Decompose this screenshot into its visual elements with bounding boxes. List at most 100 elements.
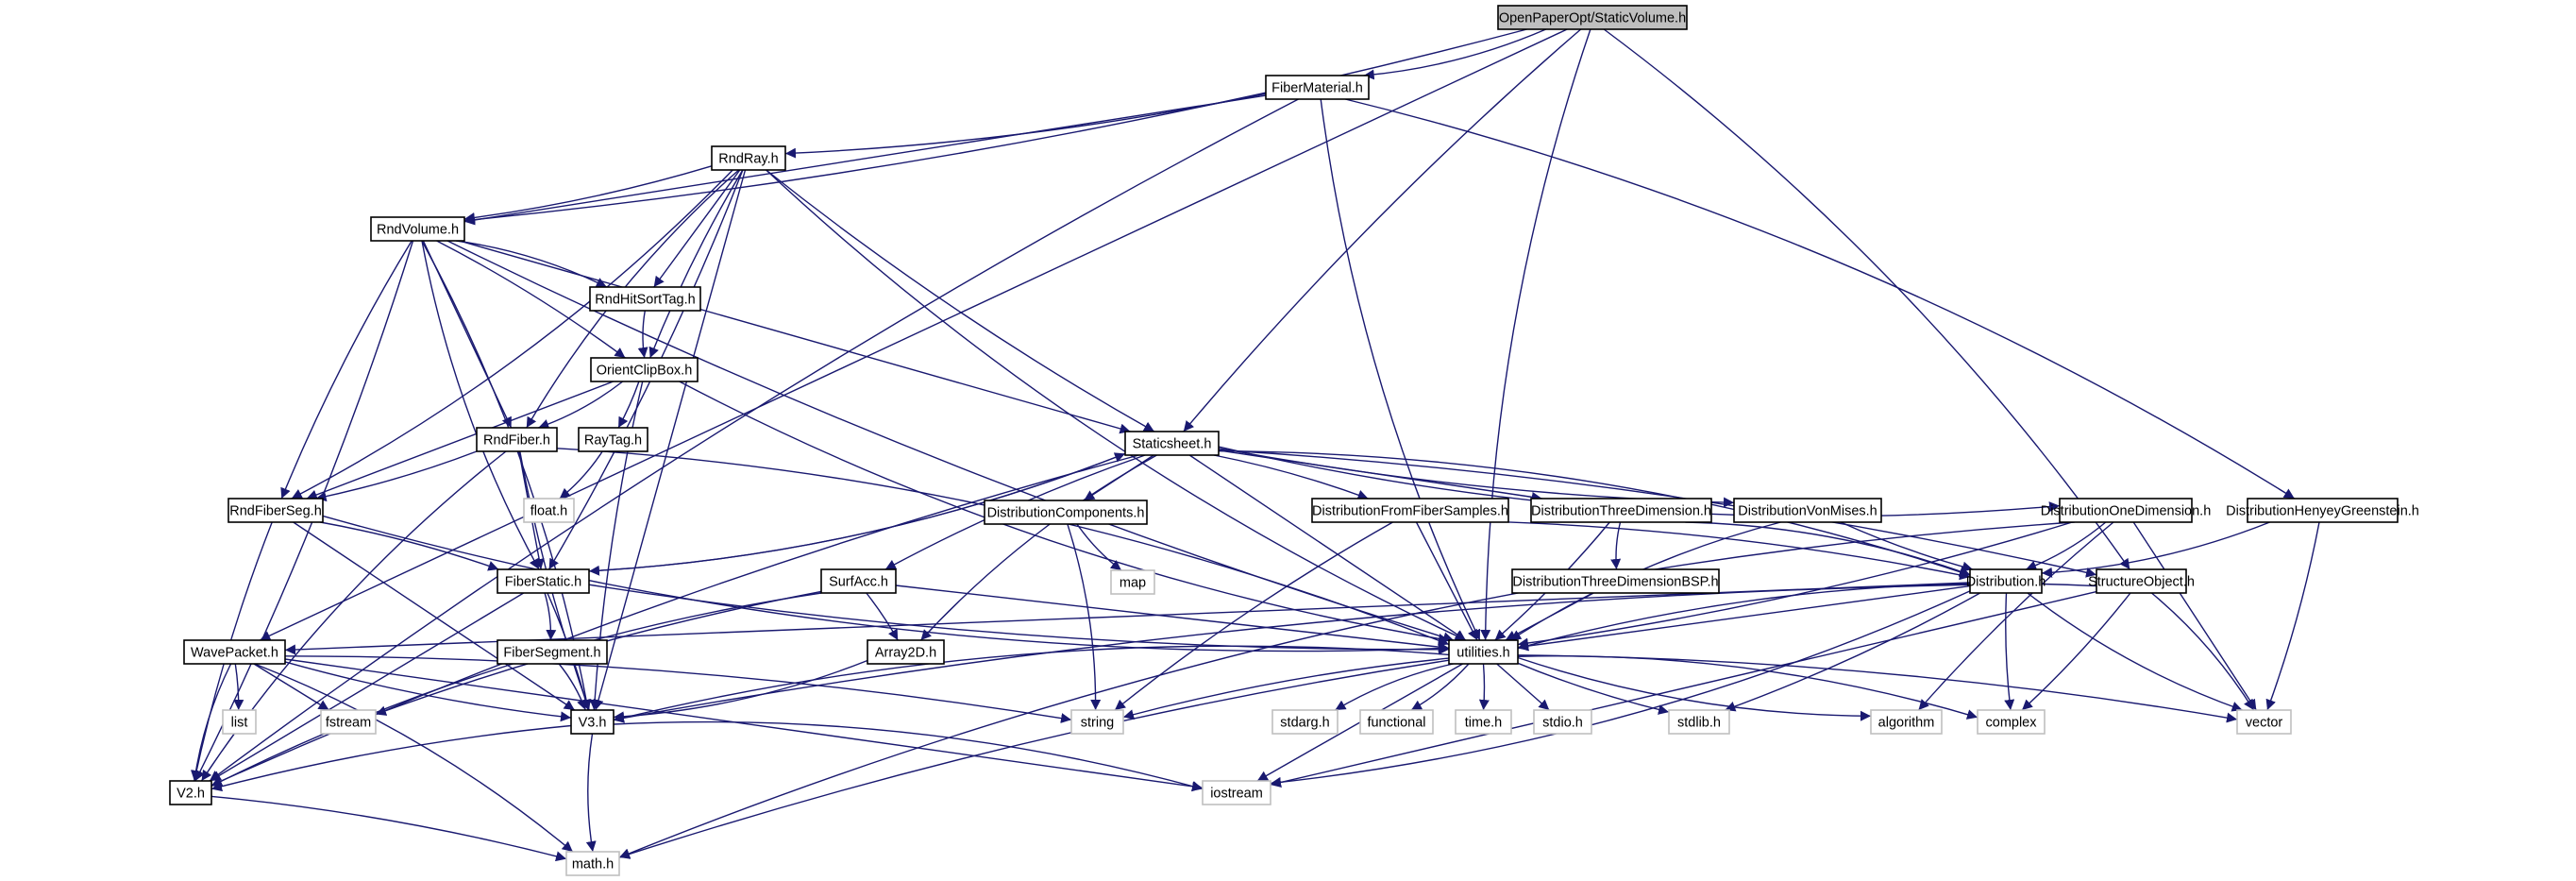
node-OrientClipBox[interactable]: OrientClipBox.h (590, 357, 699, 382)
edge-line (322, 515, 1450, 654)
node-WavePacket[interactable]: WavePacket.h (183, 639, 286, 665)
node-box (497, 568, 590, 594)
node-complex: complex (1977, 709, 2046, 735)
edge-line (210, 592, 822, 788)
edge-utilities-to-stdarg (1335, 663, 1454, 711)
edge-line (618, 521, 2075, 859)
node-DistributionHenyeyGreenstein[interactable]: DistributionHenyeyGreenstein.h (2226, 498, 2419, 523)
node-V3[interactable]: V3.h (570, 709, 615, 735)
edge-line (293, 521, 576, 711)
node-label: RndHitSortTag.h (595, 293, 695, 308)
edge-RndRay-to-RndVolume (463, 165, 713, 223)
edge-OrientClipBox-to-RndFiber (538, 381, 624, 430)
node-box (1202, 780, 1271, 805)
edge-FiberMaterial-to-RndRay (784, 93, 1267, 159)
edge-line (1363, 28, 1547, 80)
edge-line (1410, 663, 1470, 711)
edge-Staticsheet-to-Distribution (1218, 450, 1971, 577)
edge-line (766, 169, 1467, 641)
edge-FiberStatic-to-V2 (210, 592, 525, 782)
edge-line (456, 240, 608, 288)
edge-line (315, 450, 478, 502)
edge-line (210, 795, 567, 862)
node-label: WavePacket.h (191, 646, 278, 661)
node-FiberMaterial[interactable]: FiberMaterial.h (1265, 75, 1370, 100)
node-SurfAcc[interactable]: SurfAcc.h (820, 568, 897, 594)
node-box (2247, 498, 2399, 523)
edge-FiberMaterial-to-utilities (1320, 98, 1481, 641)
node-label: DistributionHenyeyGreenstein.h (2226, 504, 2419, 519)
edge-RndVolume-to-OrientClipBox (436, 240, 626, 359)
edge-line (648, 169, 744, 359)
node-box (1455, 709, 1512, 735)
node-RayTag[interactable]: RayTag.h (578, 427, 648, 452)
edge-Distribution-to-complex (2004, 592, 2015, 711)
edge-line (559, 450, 603, 500)
node-Array2D[interactable]: Array2D.h (867, 639, 945, 665)
edge-DistributionOneDimension-to-vector (2132, 521, 2257, 711)
node-label: time.h (1465, 716, 1503, 731)
edge-root-to-utilities (1480, 28, 1591, 641)
node-DistributionOneDimension[interactable]: DistributionOneDimension.h (2041, 498, 2212, 523)
edge-utilities-to-stdio (1496, 663, 1550, 711)
node-box (1070, 709, 1124, 735)
node-DistributionFromFiberSamples[interactable]: DistributionFromFiberSamples.h (1311, 498, 1509, 523)
node-label: DistributionVonMises.h (1738, 504, 1877, 519)
edge-line (1415, 521, 1478, 641)
edge-line (588, 452, 1126, 576)
edge-utilities-to-stdlib (1517, 662, 1670, 715)
node-box (984, 500, 1148, 525)
node-Distribution[interactable]: Distribution.h (1966, 568, 2046, 594)
edge-line (1507, 521, 1971, 581)
node-RndRay[interactable]: RndRay.h (711, 145, 786, 171)
node-FiberSegment[interactable]: FiberSegment.h (497, 639, 608, 665)
edge-line (280, 240, 412, 500)
edge-utilities-to-math (618, 659, 1450, 859)
node-V2[interactable]: V2.h (169, 780, 212, 805)
node-box (523, 498, 575, 523)
edge-line (1480, 28, 1591, 641)
edge-V2-to-math (210, 795, 567, 862)
node-Staticsheet[interactable]: Staticsheet.h (1124, 431, 1220, 456)
edge-line (210, 592, 525, 782)
edge-WavePacket-to-math (254, 663, 574, 853)
node-DistributionComponents[interactable]: DistributionComponents.h (984, 500, 1148, 525)
node-FiberStatic[interactable]: FiberStatic.h (497, 568, 590, 594)
node-RndHitSortTag[interactable]: RndHitSortTag.h (589, 286, 701, 312)
edge-DistributionVonMises-to-Distribution (1840, 521, 1974, 572)
edge-WavePacket-to-string (284, 655, 1072, 723)
edge-Distribution-to-stdlib (1725, 592, 1981, 712)
edge-line (2027, 592, 2243, 712)
node-root[interactable]: OpenPaperOpt/StaticVolume.h (1497, 5, 1688, 30)
node-RndVolume[interactable]: RndVolume.h (370, 216, 465, 242)
edge-line (1320, 98, 1481, 641)
edge-V3-to-iostream (613, 720, 1204, 791)
node-DistributionThreeDimension[interactable]: DistributionThreeDimension.h (1530, 498, 1712, 523)
edge-line (1725, 592, 1981, 712)
node-RndFiberSeg[interactable]: RndFiberSeg.h (227, 498, 324, 523)
node-box (2059, 498, 2193, 523)
edge-line (436, 240, 626, 359)
edge-line (191, 663, 232, 782)
node-label: string (1081, 716, 1114, 731)
node-StructureObject[interactable]: StructureObject.h (2088, 568, 2195, 594)
edge-line (538, 381, 624, 430)
edge-line (1685, 521, 1971, 577)
node-utilities[interactable]: utilities.h (1448, 639, 1519, 665)
node-box (1271, 709, 1339, 735)
edge-line (1517, 656, 1872, 721)
node-RndFiber[interactable]: RndFiber.h (476, 427, 558, 452)
node-label: DistributionComponents.h (987, 506, 1145, 521)
node-DistributionThreeDimensionBSP[interactable]: DistributionThreeDimensionBSP.h (1511, 568, 1720, 594)
edge-line (1917, 521, 2114, 711)
edge-SurfAcc-to-Array2D (866, 592, 899, 641)
edge-StructureObject-to-complex (2021, 592, 2131, 711)
edge-RndVolume-to-RndFiberSeg (280, 240, 412, 500)
edge-WavePacket-to-iostream (284, 658, 1204, 792)
node-box (570, 709, 615, 735)
edge-root-to-RndVolume (463, 28, 1527, 225)
node-DistributionVonMises[interactable]: DistributionVonMises.h (1733, 498, 1882, 523)
node-label: OrientClipBox.h (597, 364, 693, 379)
node-box (1110, 569, 1155, 595)
